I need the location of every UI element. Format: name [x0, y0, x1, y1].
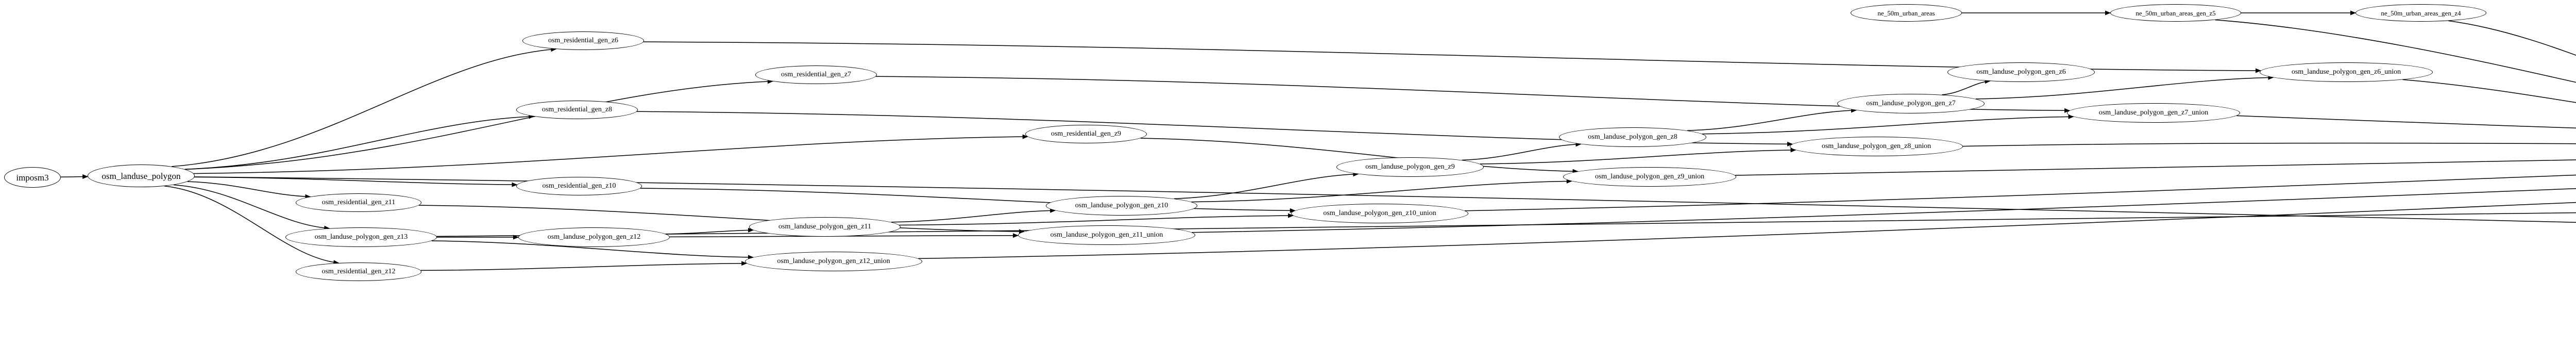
graph-edge [1975, 75, 2274, 100]
graph-node-label: osm_landuse_polygon_gen_z8_union [1821, 142, 1931, 150]
graph-node-label: osm_residential_gen_z9 [1050, 130, 1122, 138]
graph-node-ne_50m_urban_areas[interactable]: ne_50m_urban_areas [1851, 4, 1962, 22]
graph-edge [164, 186, 340, 265]
graph-edge [418, 205, 1025, 234]
graph-node-osm_landuse_polygon_gen_z9[interactable]: osm_landuse_polygon_gen_z9 [1336, 157, 1484, 177]
graph-node-osm_residential_gen_z8[interactable]: osm_residential_gen_z8 [516, 101, 638, 119]
graph-node-osm_landuse_polygon_gen_z6_union[interactable]: osm_landuse_polygon_gen_z6_union [2260, 62, 2433, 82]
graph-edge [1192, 188, 2576, 233]
graph-edge [436, 212, 2576, 237]
graph-node-label: osm_landuse_polygon_gen_z10 [1075, 202, 1168, 209]
graph-edge [891, 208, 1056, 223]
graph-node-osm_residential_gen_z7[interactable]: osm_residential_gen_z7 [755, 65, 877, 84]
graph-node-osm_landuse_polygon_gen_z11_union[interactable]: osm_landuse_polygon_gen_z11_union [1018, 225, 1195, 245]
graph-node-label: osm_landuse_polygon_gen_z11 [778, 223, 871, 231]
graph-node-label: ne_50m_urban_areas_gen_z4 [2381, 9, 2461, 17]
graph-node-label: osm_landuse_polygon_gen_z7 [1866, 100, 1956, 107]
graph-edge [420, 261, 748, 271]
graph-node-osm_landuse_polygon_gen_z10_union[interactable]: osm_landuse_polygon_gen_z10_union [1291, 204, 1468, 223]
graph-edge [2402, 79, 2576, 103]
graph-node-label: osm_landuse_polygon [101, 171, 181, 181]
graph-node-label: osm_residential_gen_z6 [548, 37, 619, 44]
graph-node-label: osm_landuse_polygon_gen_z6_union [2291, 68, 2401, 76]
graph-node-osm_landuse_polygon[interactable]: osm_landuse_polygon [88, 164, 195, 187]
graph-edge [1735, 159, 2576, 176]
graph-edge [2448, 20, 2576, 56]
graph-edge [1462, 142, 1582, 161]
graph-edge [1465, 174, 2576, 211]
graph-node-osm_landuse_polygon_gen_z12_union[interactable]: osm_landuse_polygon_gen_z12_union [745, 252, 922, 271]
graph-edge [899, 213, 1294, 226]
graph-edge [1942, 79, 1991, 95]
graph-node-label: ne_50m_urban_areas_gen_z5 [2136, 9, 2216, 17]
graph-edge [640, 188, 1296, 213]
graph-edge [194, 176, 518, 187]
graph-edge [2236, 115, 2576, 129]
graph-node-osm_landuse_polygon_gen_z7[interactable]: osm_landuse_polygon_gen_z7 [1837, 94, 1985, 113]
graph-node-label: osm_landuse_polygon_gen_z6 [1976, 68, 2066, 76]
graph-edge [194, 176, 2576, 223]
graph-node-label: osm_landuse_polygon_gen_z10_union [1323, 209, 1436, 217]
graph-edge [669, 233, 1019, 238]
graph-edge [184, 114, 535, 170]
graph-node-osm_landuse_polygon_gen_z7_union[interactable]: osm_landuse_polygon_gen_z7_union [2067, 103, 2240, 123]
graph-node-label: ne_50m_urban_areas [1877, 9, 1935, 17]
graph-edge [1687, 108, 1857, 131]
graph-node-label: osm_residential_gen_z8 [541, 106, 613, 113]
graph-edge [184, 79, 773, 170]
graph-node-osm_landuse_polygon_gen_z9_union[interactable]: osm_landuse_polygon_gen_z9_union [1563, 167, 1736, 187]
graph-edge [431, 240, 754, 260]
graph-edge [1191, 178, 1572, 203]
graph-node-label: osm_residential_gen_z7 [781, 71, 852, 78]
graph-edge [918, 202, 2576, 259]
graph-node-osm_landuse_polygon_gen_z10[interactable]: osm_landuse_polygon_gen_z10 [1046, 196, 1197, 216]
graph-node-osm_landuse_polygon_gen_z13[interactable]: osm_landuse_polygon_gen_z13 [285, 227, 437, 247]
graph-node-label: osm_residential_gen_z10 [542, 182, 616, 190]
graph-node-osm_landuse_polygon_gen_z11[interactable]: osm_landuse_polygon_gen_z11 [749, 217, 901, 237]
graph-edge [173, 184, 330, 231]
graph-node-osm_residential_gen_z9[interactable]: osm_residential_gen_z9 [1025, 125, 1147, 143]
graph-node-label: osm_residential_gen_z12 [321, 268, 396, 275]
graph-node-osm_residential_gen_z6[interactable]: osm_residential_gen_z6 [522, 31, 644, 50]
graph-node-label: osm_landuse_polygon_gen_z11_union [1050, 231, 1163, 239]
graph-edge [1174, 172, 1359, 200]
graph-edge [2215, 19, 2576, 83]
graph-node-ne_50m_urban_areas_gen_z4[interactable]: ne_50m_urban_areas_gen_z4 [2355, 4, 2486, 22]
graph-edge [1962, 142, 2576, 147]
graph-node-label: osm_landuse_polygon_gen_z9 [1365, 163, 1455, 171]
graph-edge [1140, 138, 1579, 174]
graph-node-ne_50m_urban_areas_gen_z5[interactable]: ne_50m_urban_areas_gen_z5 [2110, 4, 2241, 22]
graph-node-label: osm_landuse_polygon_gen_z12 [547, 233, 641, 241]
graph-edge [193, 134, 1028, 174]
graph-node-osm_residential_gen_z12[interactable]: osm_residential_gen_z12 [296, 262, 421, 281]
graph-edge [1480, 147, 1797, 164]
graph-node-osm_landuse_polygon_gen_z8_union[interactable]: osm_landuse_polygon_gen_z8_union [1790, 137, 1963, 156]
graph-node-label: imposm3 [16, 172, 49, 183]
graph-node-label: osm_landuse_polygon_gen_z12_union [777, 257, 890, 265]
graph-edge [187, 181, 311, 199]
graph-node-label: osm_landuse_polygon_gen_z13 [314, 233, 408, 241]
graph-node-osm_landuse_polygon_gen_z6[interactable]: osm_landuse_polygon_gen_z6 [1947, 62, 2095, 82]
graph-node-label: osm_residential_gen_z11 [321, 199, 396, 206]
graph-node-osm_residential_gen_z11[interactable]: osm_residential_gen_z11 [296, 193, 421, 212]
graph-node-imposm3[interactable]: imposm3 [4, 167, 61, 188]
graph-node-label: osm_landuse_polygon_gen_z8 [1588, 133, 1677, 141]
graph-edge [172, 47, 557, 167]
graph-node-label: osm_landuse_polygon_gen_z9_union [1595, 173, 1705, 180]
graph-node-osm_landuse_polygon_gen_z12[interactable]: osm_landuse_polygon_gen_z12 [518, 227, 670, 247]
graph-node-osm_residential_gen_z10[interactable]: osm_residential_gen_z10 [516, 177, 642, 195]
graph-edge [1702, 114, 2074, 135]
graph-node-label: osm_landuse_polygon_gen_z7_union [2098, 109, 2209, 117]
graph-node-osm_landuse_polygon_gen_z8[interactable]: osm_landuse_polygon_gen_z8 [1559, 127, 1706, 147]
